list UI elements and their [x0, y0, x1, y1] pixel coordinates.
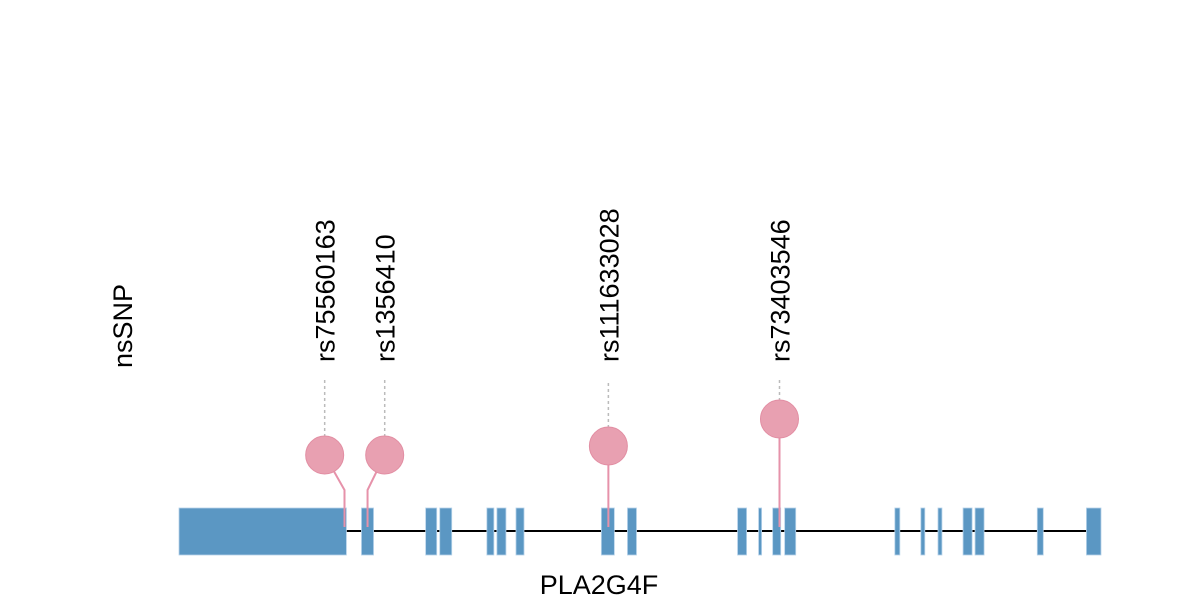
- exon-16: [937, 507, 943, 556]
- snp-marker[interactable]: [365, 435, 405, 475]
- snp-label: rs1356410: [371, 234, 401, 362]
- snp-group: rs75560163 rs1356410 rs111633028 rs73403546: [305, 208, 799, 527]
- exon-12: [772, 507, 782, 556]
- exon-7: [515, 507, 525, 556]
- exon-19: [1036, 507, 1044, 556]
- exon-group: [178, 507, 1102, 556]
- snp-label: rs73403546: [765, 219, 795, 362]
- snp-marker[interactable]: [759, 399, 799, 439]
- exon-11: [758, 507, 763, 556]
- snp-rs111633028[interactable]: rs111633028: [588, 208, 628, 527]
- snp-marker[interactable]: [305, 435, 345, 475]
- exon-9: [627, 507, 637, 556]
- snp-label: rs75560163: [311, 219, 341, 362]
- exon-18: [974, 507, 985, 556]
- snp-rs1356410[interactable]: rs1356410: [365, 234, 405, 527]
- exon-10: [737, 507, 747, 556]
- track-label: nsSNP: [108, 284, 138, 368]
- snp-rs75560163[interactable]: rs75560163: [305, 219, 346, 527]
- exon-4: [439, 507, 453, 556]
- exon-20: [1086, 507, 1102, 556]
- exon-6: [496, 507, 507, 556]
- exon-14: [894, 507, 901, 556]
- exon-5: [486, 507, 495, 556]
- exon-1: [178, 507, 347, 556]
- gene-name: PLA2G4F: [540, 570, 659, 600]
- exon-13: [784, 507, 797, 556]
- exon-15: [920, 507, 926, 556]
- exon-17: [962, 507, 973, 556]
- snp-rs73403546[interactable]: rs73403546: [759, 219, 799, 527]
- exon-3: [425, 507, 438, 556]
- snp-label: rs111633028: [594, 208, 624, 362]
- snp-marker[interactable]: [588, 426, 628, 466]
